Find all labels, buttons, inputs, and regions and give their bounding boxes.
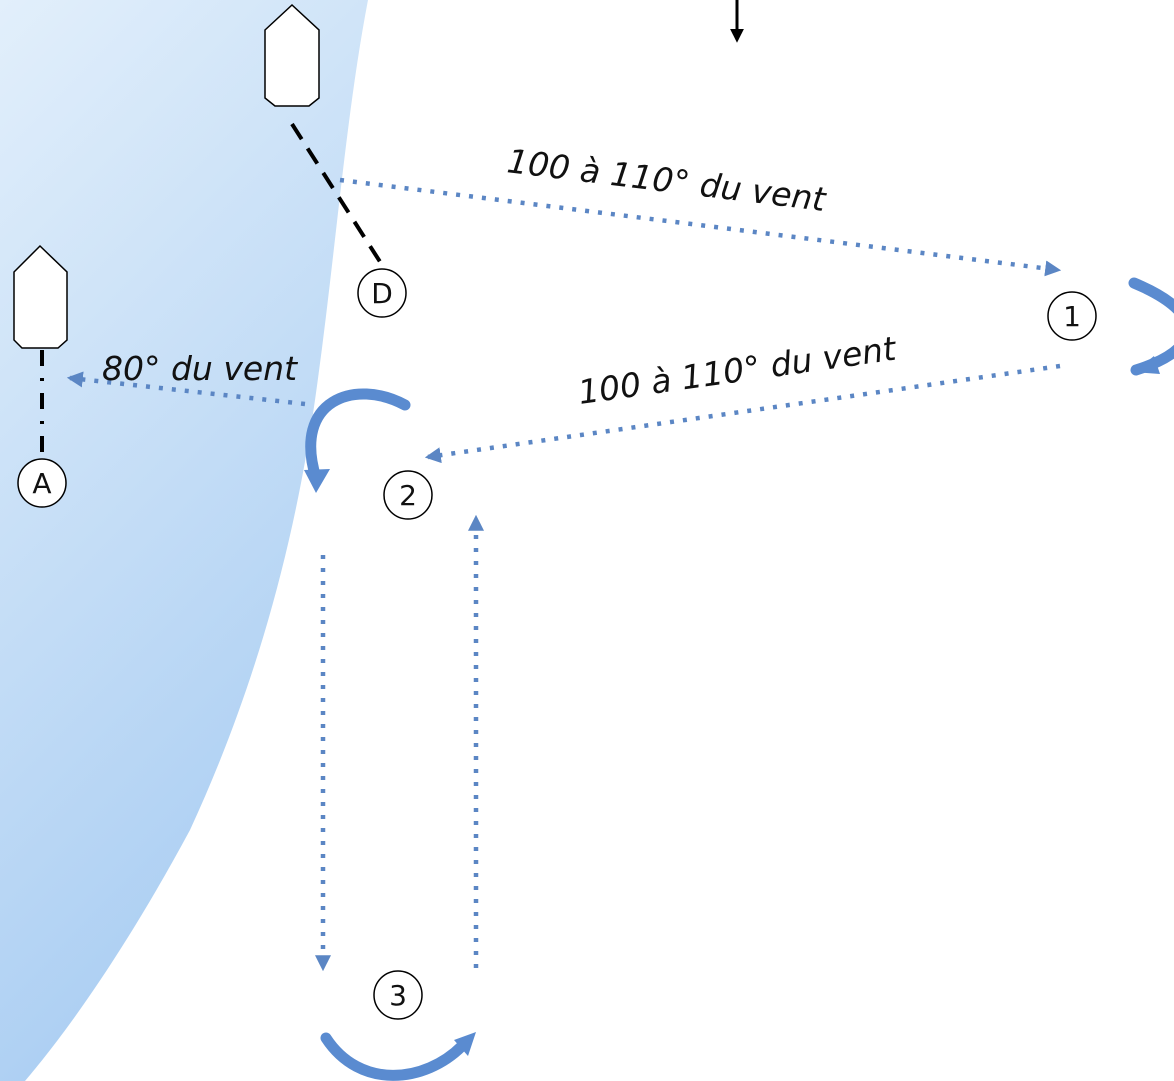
course-mark-3-label: 3 [389, 979, 407, 1012]
boat-icon [264, 3, 320, 107]
boat-icon [13, 244, 68, 349]
start-mark-label: D [371, 277, 393, 310]
course-legs [66, 177, 1062, 972]
rounding-arrow-icon [1128, 277, 1174, 376]
leg-label-2-to-finish: 80° du vent [102, 349, 298, 388]
course-mark-2-label: 2 [399, 479, 417, 512]
finish-mark: A [17, 458, 67, 508]
course-mark-1: 1 [1047, 291, 1097, 341]
course-leg-start-to-1 [339, 177, 1062, 277]
course-mark-3: 3 [373, 970, 423, 1020]
leg-label-start-to-1: 100 à 110° du vent [505, 141, 829, 219]
course-leg-1-to-2 [424, 363, 1061, 464]
course-mark-2: 2 [383, 470, 433, 520]
course-leg-2-to-finish [66, 371, 306, 407]
rounding-arrow-icon [320, 1032, 476, 1081]
shaded-zone [0, 0, 368, 1081]
start-mark: D [357, 268, 407, 318]
rounding-arrow-icon [304, 388, 411, 493]
leg-label-1-to-2: 100 à 110° du vent [576, 329, 900, 412]
course-mark-1-label: 1 [1063, 300, 1081, 333]
finish-mark-label: A [32, 467, 51, 500]
